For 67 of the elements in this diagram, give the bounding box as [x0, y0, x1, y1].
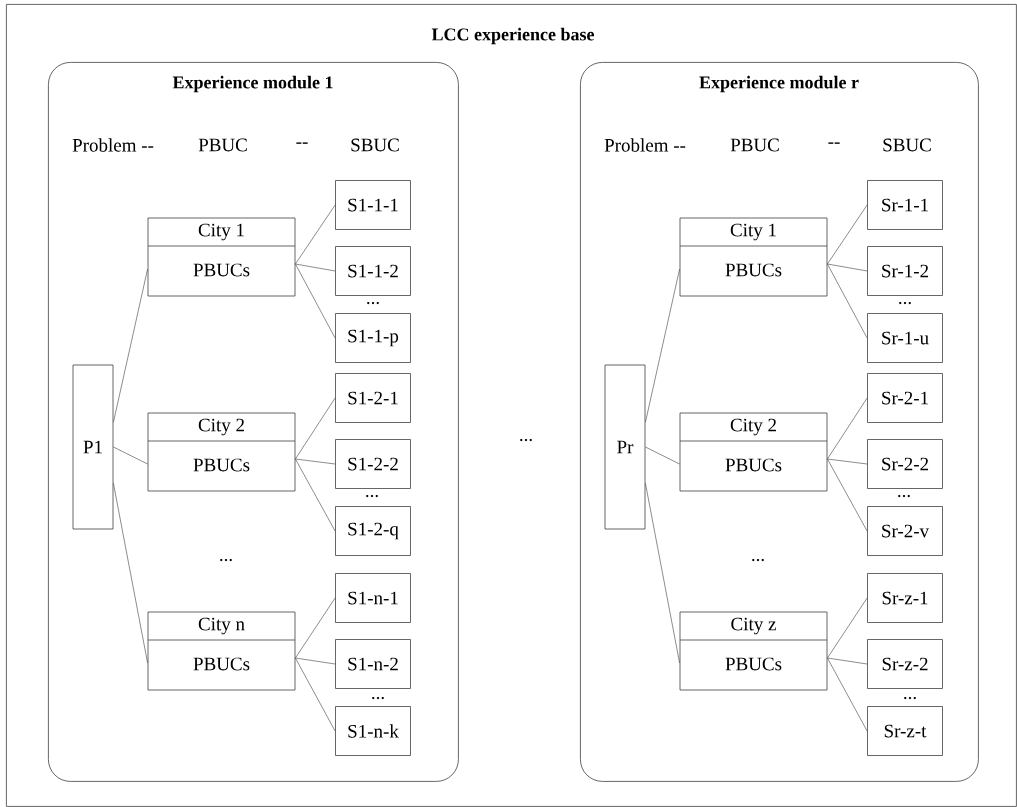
column-heading: Problem --	[72, 138, 154, 152]
connector-line	[295, 204, 336, 265]
city-table: City n PBUCs	[147, 611, 296, 691]
ellipsis: ...	[220, 558, 232, 562]
city-table: City 1 PBUCs	[147, 217, 296, 297]
column-heading: SBUC	[883, 138, 931, 152]
column-heading: Problem --	[604, 138, 686, 152]
connector-line	[295, 397, 336, 460]
connector-line	[113, 446, 148, 465]
connector-line	[295, 263, 336, 272]
connector-line	[827, 657, 868, 665]
city-table: City z PBUCs	[679, 611, 828, 691]
connector-line	[295, 458, 336, 532]
case-box: Sr-2-2	[867, 439, 943, 489]
ellipsis: ...	[899, 301, 911, 305]
column-heading: PBUC	[198, 138, 247, 152]
ellipsis: ...	[898, 494, 910, 498]
case-box: Sr-1-2	[867, 246, 943, 296]
connector-line	[827, 458, 868, 465]
ellipsis: ...	[366, 494, 378, 498]
connector-line	[827, 657, 868, 732]
problem-box: P1	[72, 364, 114, 530]
connector-line	[827, 597, 868, 659]
case-box: Sr-z-1	[867, 573, 943, 623]
case-box: S1-n-1	[335, 573, 411, 623]
ellipsis: ...	[752, 558, 764, 562]
connector-line	[827, 204, 868, 265]
connector-line	[295, 597, 336, 659]
city-table: City 2 PBUCs	[147, 412, 296, 492]
column-heading: PBUC	[730, 138, 779, 152]
connector-line	[827, 397, 868, 460]
case-box: Sr-2-1	[867, 373, 943, 423]
ellipsis: ...	[367, 301, 379, 305]
connector-line	[295, 657, 336, 732]
column-heading: --	[828, 142, 840, 144]
ellipsis: ...	[904, 696, 916, 700]
case-box: S1-2-q	[335, 506, 411, 556]
case-box: S1-1-p	[335, 313, 411, 363]
connector-line	[645, 482, 680, 664]
city-table: City 2 PBUCs	[679, 412, 828, 492]
problem-box: Pr	[604, 364, 646, 530]
connector-line	[827, 458, 868, 532]
column-heading: --	[296, 142, 308, 144]
case-box: Sr-1-u	[867, 313, 943, 363]
case-box: Sr-2-v	[867, 506, 943, 556]
column-heading: SBUC	[351, 138, 399, 152]
case-box: S1-2-1	[335, 373, 411, 423]
connector-line	[645, 446, 680, 465]
connector-line	[827, 263, 868, 272]
city-table: City 1 PBUCs	[679, 217, 828, 297]
case-box: S1-n-2	[335, 639, 411, 689]
connector-line	[295, 263, 336, 339]
case-box: Sr-z-t	[867, 706, 943, 756]
case-box: S1-1-1	[335, 180, 411, 230]
connector-line	[113, 482, 148, 664]
case-box: S1-2-2	[335, 439, 411, 489]
connector-line	[827, 263, 868, 339]
connector-line	[645, 268, 680, 423]
connector-line	[295, 458, 336, 465]
case-box: S1-n-k	[335, 706, 411, 756]
ellipsis: ...	[520, 438, 532, 442]
case-box: S1-1-2	[335, 246, 411, 296]
connector-line	[295, 657, 336, 665]
case-box: Sr-z-2	[867, 639, 943, 689]
ellipsis: ...	[372, 696, 384, 700]
connector-line	[113, 268, 148, 423]
case-box: Sr-1-1	[867, 180, 943, 230]
